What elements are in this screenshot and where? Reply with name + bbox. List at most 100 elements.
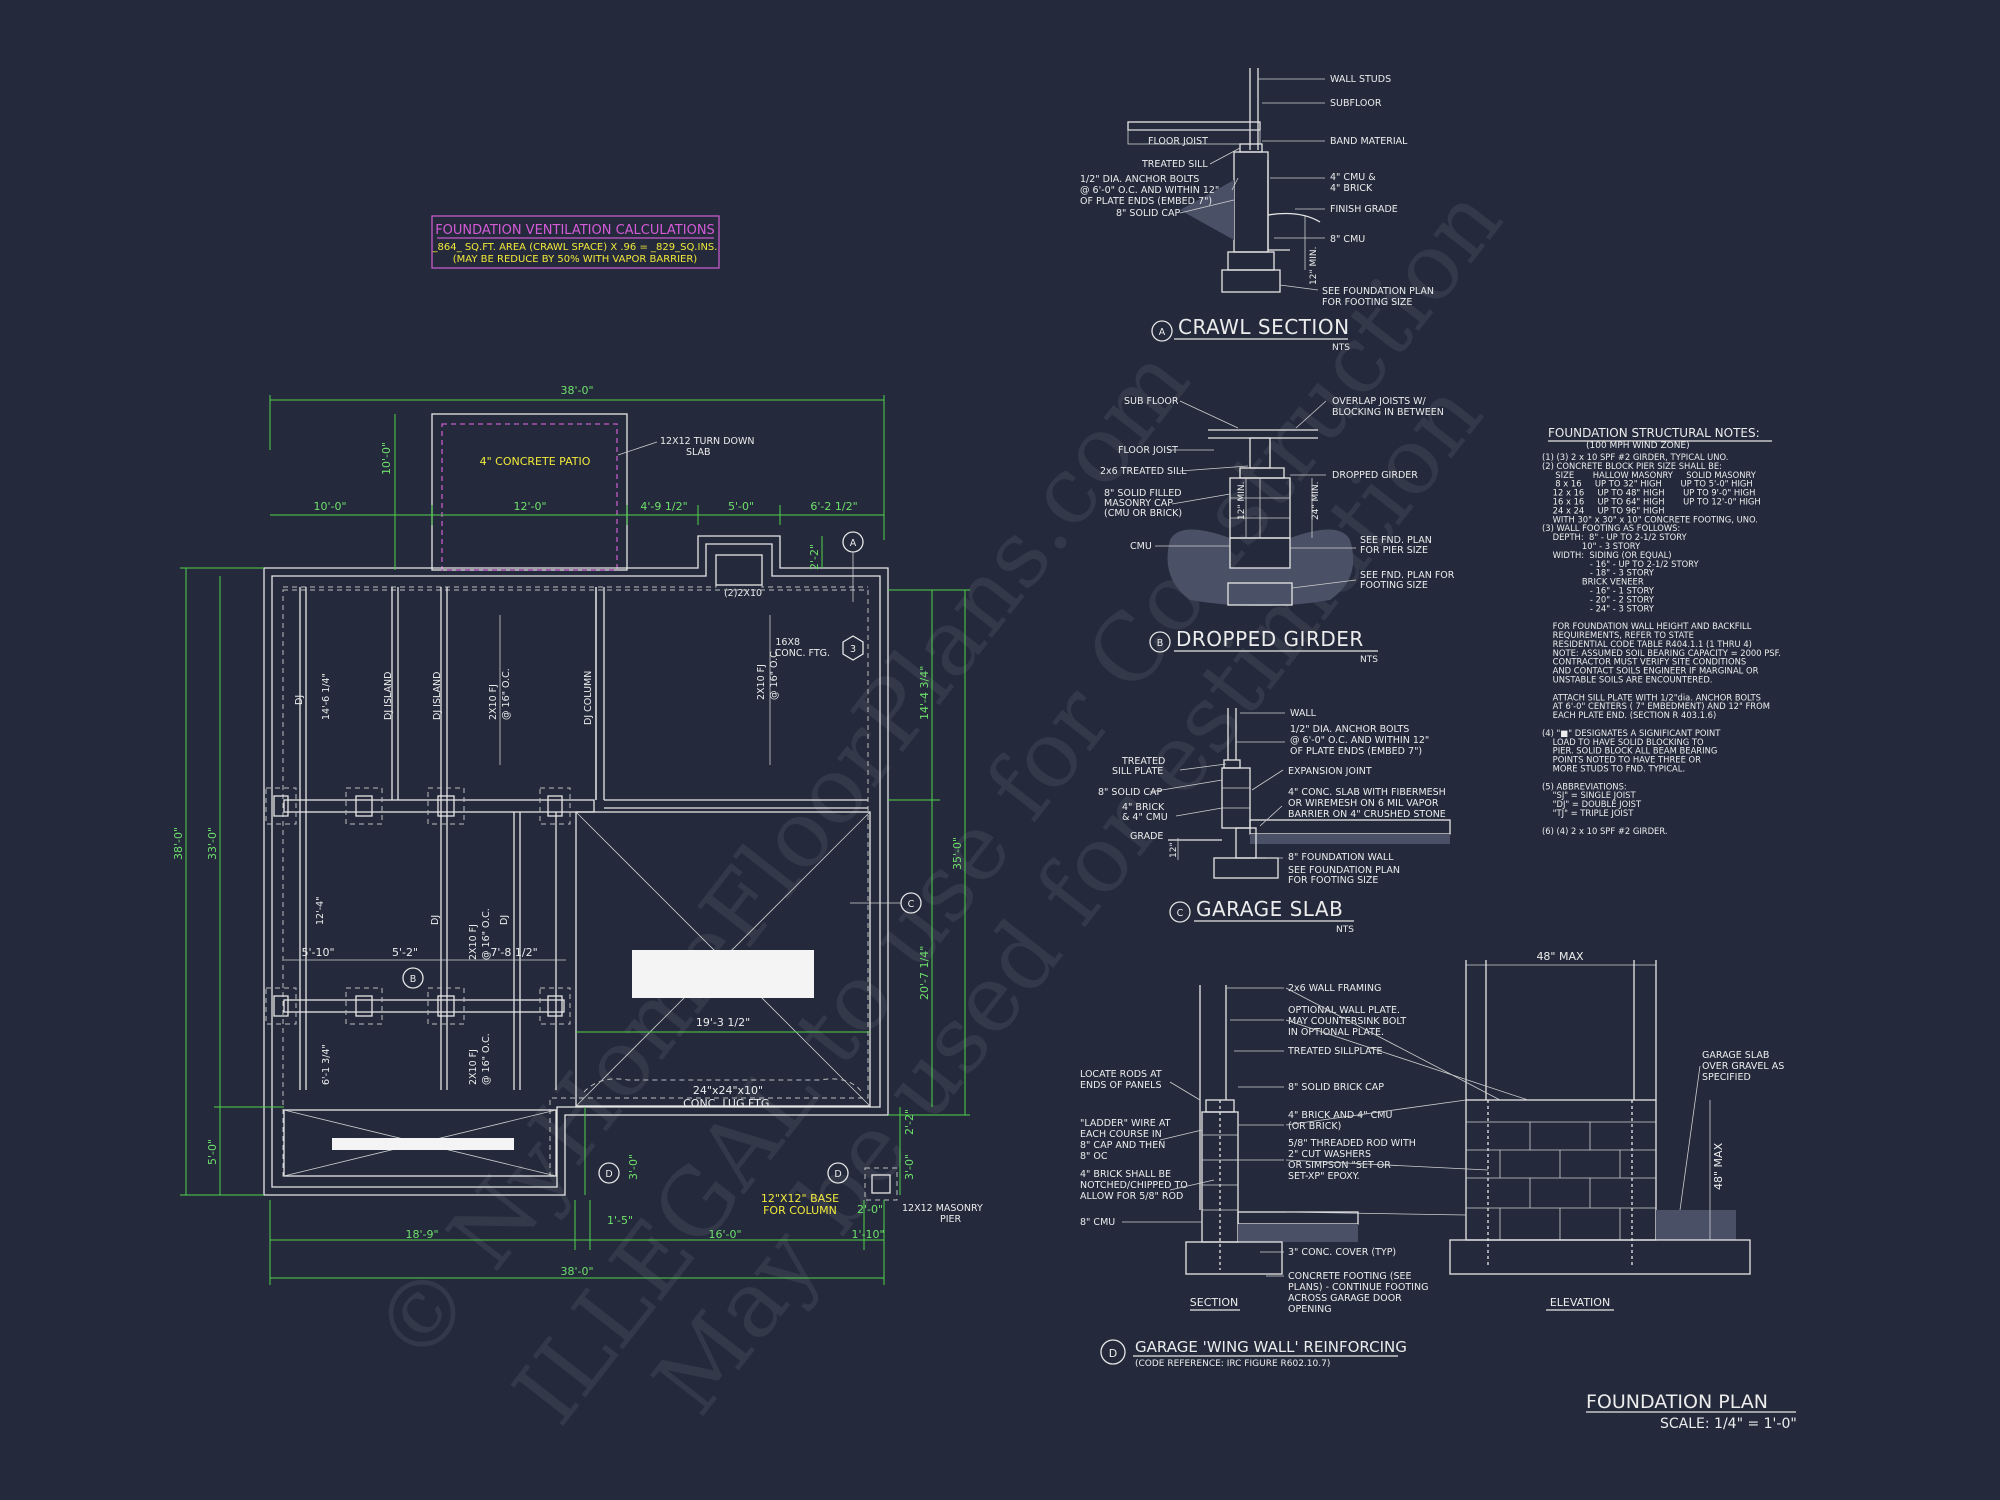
note-line: 24 x 24 UP TO 96" HIGH (1542, 505, 1665, 515)
note-line: 10" - 3 STORY (1542, 541, 1641, 551)
note-line: 8 x 16 UP TO 32" HIGH UP TO 5'-0" HIGH (1542, 479, 1753, 489)
foundation-inner-wall (271, 543, 881, 1188)
room-c-dim: 6'-1 3/4" (321, 1044, 332, 1085)
joist-label-fj4-a: 2X10 FJ (468, 1049, 479, 1085)
wing-label-11: 8" OC (1080, 1151, 1108, 1162)
note-line: DEPTH: 8" - UP TO 2-1/2 STORY (1542, 532, 1688, 542)
girder-letter: B (1157, 638, 1164, 649)
crawl-label-grade: FINISH GRADE (1330, 204, 1398, 215)
detail-wing-wall: SECTION 48" MAX 48" MAX ELEVATION 2x6 WA… (1080, 950, 1784, 1369)
foundation-plan: 4" CONCRETE PATIO 12X12 TURN DOWN SLAB (… (172, 384, 983, 1285)
mid-dim-1: 5'-10" (301, 946, 334, 959)
section-tag-d-left (598, 1162, 620, 1184)
girder-label-see-3: SEE FND. PLAN FOR (1360, 570, 1455, 581)
wing-label-20: ALLOW FOR 5/8" ROD (1080, 1191, 1183, 1202)
wing-label-19: NOTCHED/CHIPPED TO (1080, 1180, 1188, 1191)
garage-width-dim: 19'-3 1/2" (696, 1016, 750, 1029)
crawl-nts: NTS (1332, 343, 1350, 353)
wing-label-21: 8" CMU (1080, 1217, 1115, 1228)
dim-right-total: 35'-0" (951, 837, 964, 870)
wing-label-27: GARAGE SLAB (1702, 1050, 1769, 1061)
wing-label-9: EACH COURSE IN (1080, 1129, 1162, 1140)
mid-dim-2: 5'-2" (392, 946, 418, 959)
svg-text:3: 3 (850, 644, 856, 655)
title-block: FOUNDATION PLAN SCALE: 1/4" = 1'-0" (1586, 1391, 1797, 1432)
note-line: - 16" - 1 STORY (1542, 586, 1655, 596)
column-base-label-1: 12"X12" BASE (761, 1192, 839, 1205)
dim-left-main: 33'-0" (206, 827, 219, 860)
dim-right-lower: 20'-7 1/4" (918, 946, 931, 1000)
garage-slab-note-block (632, 950, 814, 998)
lower-strip-footing (283, 1109, 557, 1177)
girder-label-see-1: SEE FND. PLAN (1360, 535, 1432, 546)
note-line: - 24" - 3 STORY (1542, 603, 1655, 613)
note-line: - 16" - UP TO 2-1/2 STORY (1542, 559, 1699, 569)
garage-label-cap: 8" SOLID CAP (1098, 787, 1163, 798)
girder-title: DROPPED GIRDER (1176, 627, 1364, 651)
turn-down-label-1: 12X12 TURN DOWN (660, 436, 754, 447)
crawl-letter: A (1159, 327, 1166, 338)
svg-text:D: D (605, 1169, 612, 1180)
note-line: SIZE HALLOW MASONRY SOLID MASONRY (1542, 470, 1757, 480)
section-tag-b (402, 967, 424, 989)
room-b-dim: 12'-4" (315, 896, 326, 925)
note-line: AND CONTACT SOILS ENGINEER IF MARGINAL O… (1542, 666, 1759, 676)
detail-garage-slab: 12" WALL 1/2" DIA. ANCHOR BOLTS @ 6'-0" … (1098, 708, 1451, 935)
joist-label-dj-island-2: DJ ISLAND (432, 672, 443, 720)
girder-label-overlap-1: OVERLAP JOISTS W/ (1332, 396, 1427, 407)
dim-right-upper: 14'-4 3/4" (918, 666, 931, 720)
crawl-label-sill: TREATED SILL (1141, 159, 1208, 170)
wing-label-2: MAY COUNTERSINK BOLT (1288, 1016, 1406, 1027)
ventilation-line-2: (MAY BE REDUCE BY 50% WITH VAPOR BARRIER… (453, 254, 698, 265)
garage-label-sill: SILL PLATE (1112, 766, 1163, 777)
garage-label-grade: GRADE (1130, 831, 1163, 842)
note-line: (3) WALL FOOTING AS FOLLOWS: (1542, 523, 1680, 533)
note-line: AT 6'-0" CENTERS ( 7" EMBEDMENT) AND 12"… (1542, 701, 1770, 711)
wing-max-top: 48" MAX (1536, 950, 1584, 963)
detail-dropped-girder: 12" MIN. 24" MIN. SUB FLOOR OVERLAP JOIS… (1100, 396, 1455, 665)
joist-label-dj: DJ (294, 695, 305, 705)
garage-label-bolts-3: OF PLATE ENDS (EMBED 7") (1290, 746, 1422, 757)
crawl-label-cap: 8" SOLID CAP (1116, 208, 1181, 219)
girder-nts: NTS (1360, 655, 1378, 665)
wing-label-0: 2x6 WALL FRAMING (1288, 983, 1381, 994)
dim-small-v: 3'-0" (627, 1154, 640, 1180)
column-base-label-2: FOR COLUMN (763, 1204, 837, 1217)
pier-footings (265, 787, 571, 1025)
dim-bottom-small-3: 1'-10" (851, 1228, 884, 1241)
note-line: - 20" - 2 STORY (1542, 594, 1655, 604)
wing-label-5: LOCATE RODS AT (1080, 1069, 1162, 1080)
dim-seg-4: 5'-0" (728, 500, 754, 513)
note-line: (4) "■" DESIGNATES A SIGNIFICANT POINT (1542, 728, 1721, 738)
note-line: WIDTH: SIDING (OR EQUAL) (1542, 550, 1672, 560)
garage-label-bolts-1: 1/2" DIA. ANCHOR BOLTS (1290, 724, 1409, 735)
wing-letter: D (1109, 1347, 1117, 1360)
girder-label-see-4: FOOTING SIZE (1360, 580, 1428, 591)
note-line: ATTACH SILL PLATE WITH 1/2"dia. ANCHOR B… (1542, 692, 1761, 702)
garage-label-see-2: FOR FOOTING SIZE (1288, 875, 1378, 886)
girder-lower (283, 999, 565, 1013)
masonry-pier-label-1: 12X12 MASONRY (902, 1203, 983, 1214)
wing-label-1: OPTIONAL WALL PLATE. (1288, 1005, 1400, 1016)
patio-area (441, 423, 618, 571)
garage-label-see-1: SEE FOUNDATION PLAN (1288, 865, 1400, 876)
wing-label-15: 2" CUT WASHERS (1288, 1149, 1371, 1160)
note-line: LOAD TO HAVE SOLID BLOCKING TO (1542, 737, 1704, 747)
girder-label-sill: 2x6 TREATED SILL (1100, 466, 1187, 477)
wing-label-8: "LADDER" WIRE AT (1080, 1118, 1171, 1129)
crawl-label-cmu: 4" CMU & (1330, 172, 1376, 183)
bump-out (715, 554, 763, 586)
lug-footing-label-1: 24"x24"x10" (693, 1084, 763, 1097)
dim-bottom-total: 38'-0" (560, 1265, 593, 1278)
girder-min-12: 12" MIN. (1237, 482, 1247, 520)
svg-text:B: B (410, 974, 417, 985)
crawl-label-wall-studs: WALL STUDS (1330, 74, 1391, 85)
wing-label-29: SPECIFIED (1702, 1072, 1751, 1083)
note-line: EACH PLATE END. (SECTION R 403.1.6) (1542, 710, 1716, 720)
note-tag-3 (842, 635, 864, 661)
sheet-title: FOUNDATION PLAN (1586, 1391, 1768, 1413)
dim-bottom-2: 16'-0" (708, 1228, 741, 1241)
joist-label-fj2-b: @ 16" O.C. (769, 648, 780, 700)
section-tag-d-right (827, 1162, 849, 1184)
